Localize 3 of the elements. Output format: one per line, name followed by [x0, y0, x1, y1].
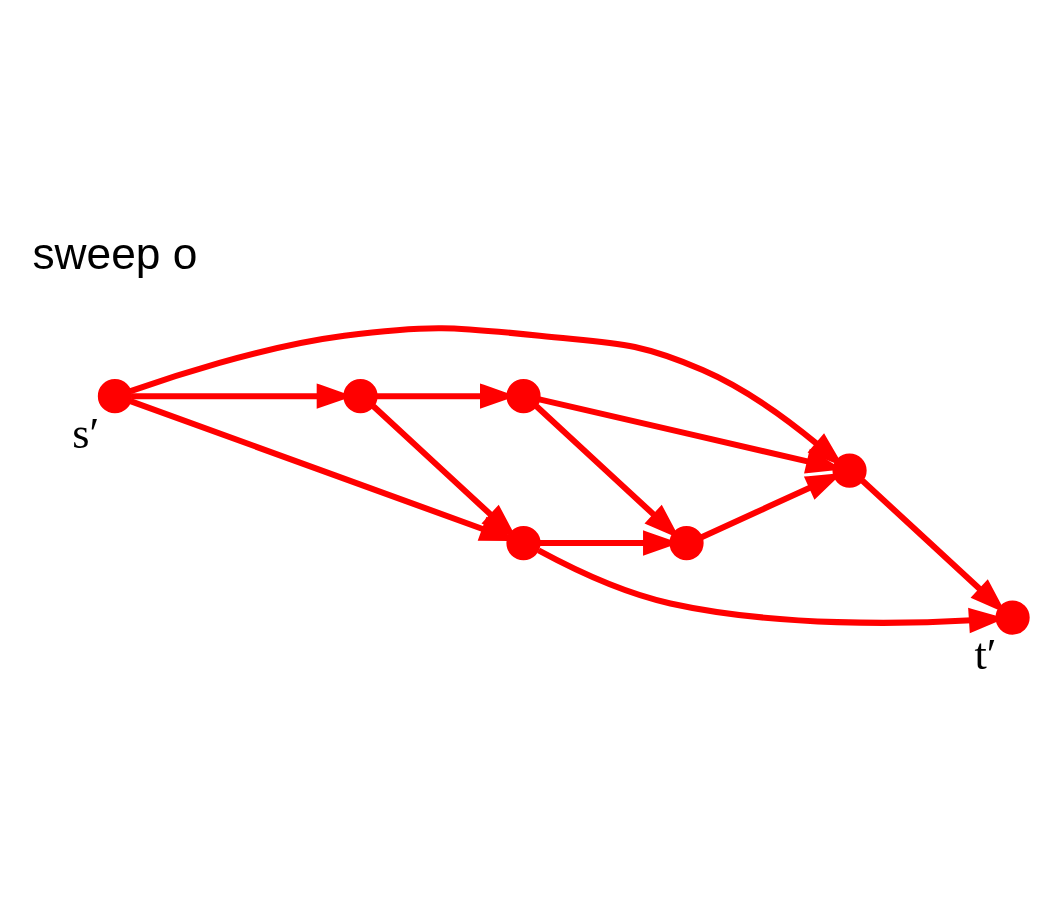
node-label: s′	[72, 408, 100, 458]
label: sweep o	[32, 228, 198, 278]
node-label: t′	[974, 629, 997, 679]
